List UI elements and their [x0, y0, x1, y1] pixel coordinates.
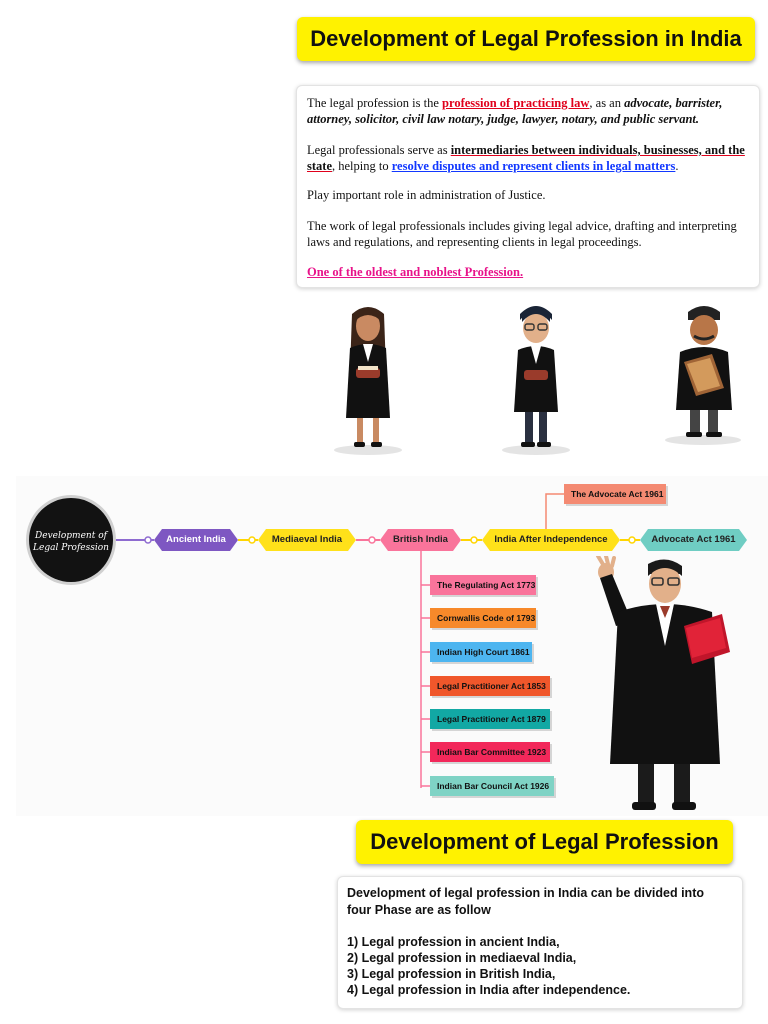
intro-text: Legal professionals serve as [307, 143, 451, 157]
root-label-line2: Legal Profession [32, 543, 109, 553]
roles-text: advocate, barrister, attorney, solicitor… [307, 96, 723, 126]
female-lawyer-illustration [334, 307, 402, 455]
node-indian-bar-council-act-1926[interactable]: Indian Bar Council Act 1926 [430, 776, 554, 796]
node-ancient-india[interactable]: Ancient India [154, 529, 238, 551]
intro-paragraph-1: The legal profession is the profession o… [307, 96, 752, 127]
intro-paragraph-5: One of the oldest and noblest Profession… [307, 265, 752, 281]
intro-paragraph-4: The work of legal professionals includes… [307, 219, 737, 249]
resolve-disputes-link[interactable]: resolve disputes and represent clients i… [391, 158, 676, 173]
page-title: Development of Legal Profession in India [297, 17, 755, 61]
intro-paragraph-3: Play important role in administration of… [307, 188, 546, 202]
phases-intro-line2: four Phase are as follow [347, 903, 491, 917]
phases-intro-line1: Development of legal profession in India… [347, 886, 704, 900]
node-regulating-act-1773[interactable]: The Regulating Act 1773 [430, 575, 536, 595]
node-mediaeval-india[interactable]: Mediaeval India [258, 529, 356, 551]
node-cornwallis-code-1793[interactable]: Cornwallis Code of 1793 [430, 608, 536, 628]
oldest-profession-link[interactable]: One of the oldest and noblest Profession… [307, 265, 524, 279]
intro-card: The legal profession is the profession o… [296, 85, 760, 288]
node-british-india[interactable]: British India [380, 529, 461, 551]
phase-item: 1) Legal profession in ancient India, [347, 935, 560, 949]
node-india-after-independence[interactable]: India After Independence [482, 529, 620, 551]
intermediaries-text: intermediaries between individuals, busi… [307, 143, 745, 173]
node-advocate-act-1961[interactable]: Advocate Act 1961 [640, 529, 747, 551]
profession-link[interactable]: profession of practicing law [442, 96, 590, 110]
phases-card: Development of legal profession in India… [337, 876, 743, 1009]
node-the-advocate-act-1961[interactable]: The Advocate Act 1961 [564, 484, 666, 504]
intro-text: . [675, 158, 679, 173]
phase-item: 3) Legal profession in British India, [347, 967, 556, 981]
node-legal-practitioner-act-1879[interactable]: Legal Practitioner Act 1879 [430, 709, 550, 729]
node-indian-high-court-1861[interactable]: Indian High Court 1861 [430, 642, 532, 662]
male-lawyer-illustration [502, 306, 570, 455]
gesturing-lawyer-illustration [596, 556, 730, 810]
phase-item: 2) Legal profession in mediaeval India, [347, 951, 577, 965]
node-legal-practitioner-act-1853[interactable]: Legal Practitioner Act 1853 [430, 676, 550, 696]
root-label-line1: Development of [34, 531, 109, 541]
intro-paragraph-2: Legal professionals serve as intermediar… [307, 143, 752, 174]
intro-text: , helping to [332, 158, 392, 173]
root-node: Development of Legal Profession [26, 495, 116, 585]
node-indian-bar-committee-1923[interactable]: Indian Bar Committee 1923 [430, 742, 550, 762]
mindmap-connectors [114, 493, 640, 788]
intro-text: The legal profession is the [307, 96, 443, 110]
senior-lawyer-illustration [665, 306, 741, 445]
intro-text: , as an [589, 96, 625, 110]
section-title: Development of Legal Profession [356, 820, 733, 864]
phase-item: 4) Legal profession in India after indep… [347, 983, 631, 997]
